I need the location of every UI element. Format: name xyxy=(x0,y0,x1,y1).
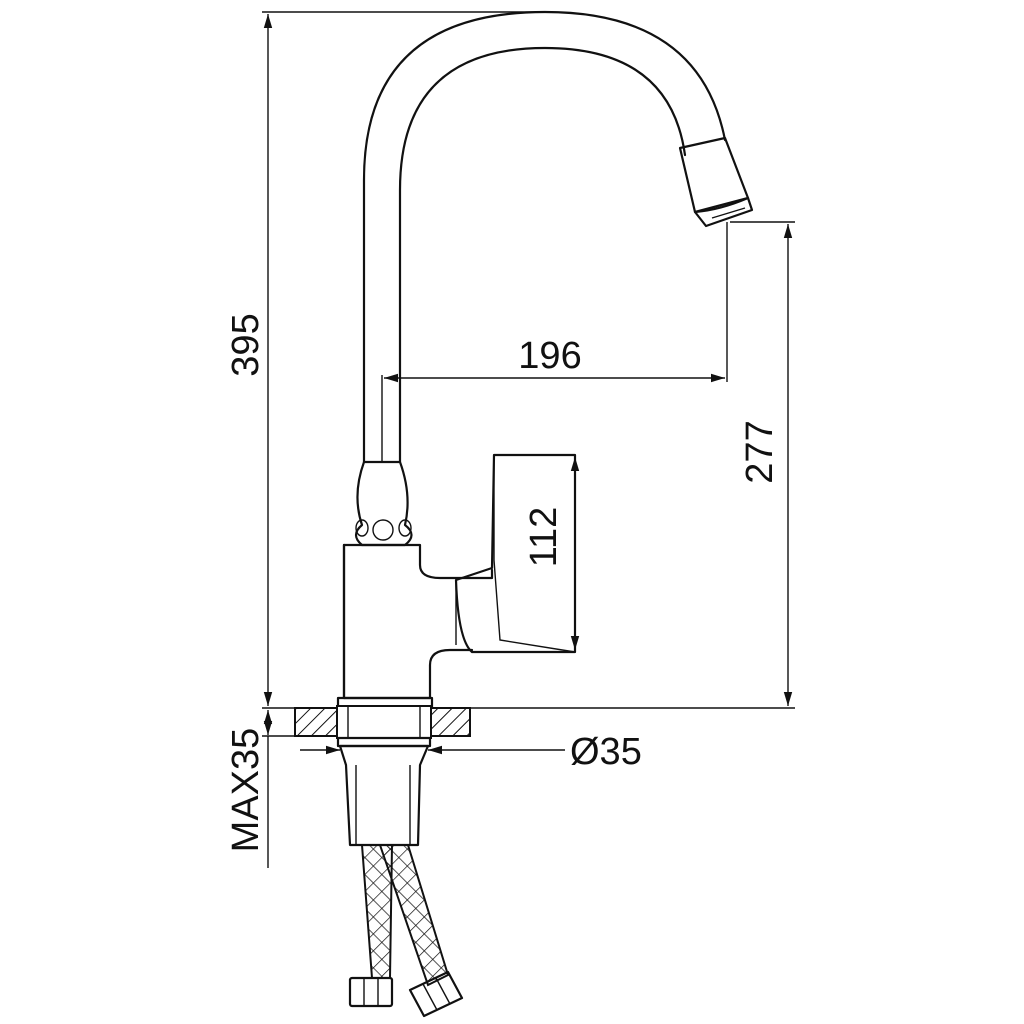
dimension-max-thickness: MAX35 xyxy=(225,710,330,868)
mounting-shank xyxy=(336,736,432,847)
spout xyxy=(362,10,727,464)
swivel-joint xyxy=(354,460,413,547)
dim-label-196: 196 xyxy=(518,335,581,377)
supply-hose-right xyxy=(378,844,464,1018)
dimension-mounting-hole: Ø35 xyxy=(300,731,642,773)
aerator xyxy=(678,136,754,228)
dimension-spout-reach: 196 xyxy=(384,222,728,383)
dim-label-112: 112 xyxy=(523,507,565,568)
dim-label-max35: MAX35 xyxy=(225,728,267,853)
dimension-spout-height: 277 xyxy=(470,221,795,709)
supply-hose-left xyxy=(348,844,394,1008)
dim-label-o35: Ø35 xyxy=(570,731,642,773)
countertop xyxy=(294,705,471,739)
dim-label-395: 395 xyxy=(225,313,267,376)
dimension-total-height: 395 xyxy=(225,11,545,709)
faucet-body xyxy=(336,543,494,710)
dimension-handle-height: 112 xyxy=(523,457,580,650)
lever-handle xyxy=(454,453,577,654)
dim-label-277: 277 xyxy=(739,420,781,483)
